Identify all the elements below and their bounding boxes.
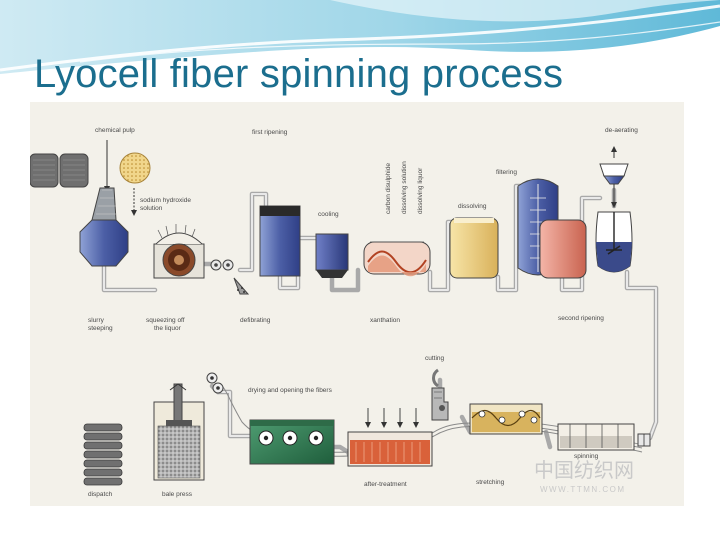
xanthation-churn [363,241,431,277]
label-chemical-pulp: chemical pulp [95,127,135,134]
dryer-opener [249,419,335,465]
after-treatment-bath [347,408,433,467]
process-diagram-figure: chemical pulp sodium hydroxide solution … [30,102,684,506]
label-de-aerating: de-aerating [605,127,638,134]
label-dissolving: dissolving [458,203,487,210]
cutter [431,368,449,421]
label-second-ripening: second ripening [558,315,604,322]
label-defibrating: defibrating [240,317,271,324]
label-first-ripening: first ripening [252,129,288,136]
watermark-chinese: 中国纺织网 [534,459,634,482]
label-squeezing-off: squeezing off [146,317,185,324]
cooling-tank [315,233,349,278]
pulp-bales [30,153,89,188]
watermark-url: WWW.TTMN.COM [540,485,626,494]
label-cooling: cooling [318,211,339,218]
label-dispatch: dispatch [88,491,113,498]
dissolving-tank [449,217,499,279]
label-spinning: spinning [574,453,599,460]
de-aerating-vessel [595,146,633,273]
spinning-bath [557,423,651,451]
sodium-hydroxide-granules [119,152,151,184]
slurry-steeping-vessel [79,187,129,267]
label-the-liquor: the liquor [154,325,182,332]
label-steeping: steeping [88,325,113,332]
second-ripening-tank [539,219,587,279]
label-sodium-hydroxide: sodium hydroxide [140,197,191,204]
bale-press [153,383,205,481]
slide-title: Lyocell fiber spinning process [34,52,564,96]
label-filtering: filtering [496,169,517,176]
squeezing-press [153,224,205,279]
feed-rollers [206,372,224,394]
label-carbon-disulphide: carbon disulphide [385,163,392,214]
label-dissolving-liquor: dissolving liquor [417,167,424,214]
label-bale-press: bale press [162,491,193,498]
defibrating-rollers [210,259,250,295]
label-xanthation: xanthation [370,317,400,324]
header-wave-decoration [0,0,720,74]
label-stretching: stretching [476,479,505,486]
label-dissolving-solution: dissolving solution [401,161,408,214]
first-ripening-tank [259,205,301,277]
lyocell-process-diagram: chemical pulp sodium hydroxide solution … [30,127,659,498]
label-drying-and-opening: drying and opening the fibers [248,387,333,394]
label-slurry: slurry [88,317,105,324]
label-sodium-hydroxide-solution: solution [140,205,163,212]
label-after-treatment: after-treatment [364,481,407,488]
stretching-bath [469,403,543,435]
label-cutting: cutting [425,355,445,362]
dispatch-bales [83,423,123,486]
